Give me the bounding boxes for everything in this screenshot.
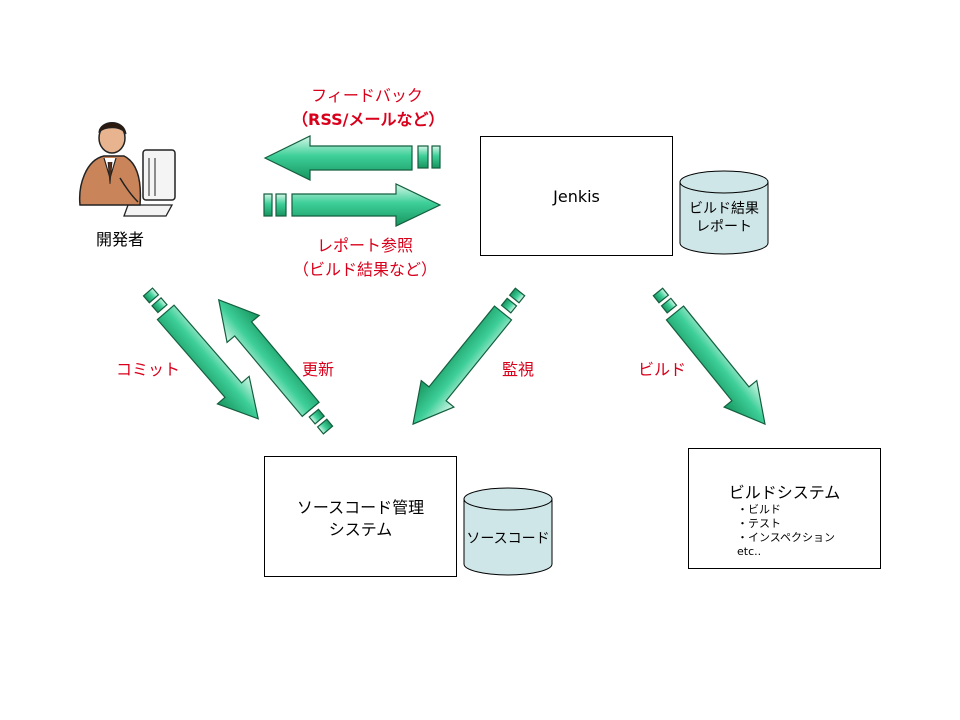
developer-label: 開発者	[96, 230, 145, 249]
scm-title-line2: システム	[328, 520, 393, 539]
scm-title: ソースコード管理 システム	[265, 497, 456, 541]
build-system-item: ・ビルド	[737, 503, 781, 516]
build-system-item: ・インスペクション	[737, 531, 836, 544]
report-arrow	[263, 183, 442, 227]
build-system-box: ビルドシステム ・ビルド ・テスト ・インスペクション etc..	[688, 448, 881, 569]
feedback-arrow	[263, 135, 441, 181]
build-system-title: ビルドシステム	[728, 483, 841, 502]
jenkins-title: Jenkis	[553, 187, 600, 206]
report-label: レポート参照 （ビルド結果など）	[290, 232, 440, 280]
build-label: ビルド	[638, 360, 687, 379]
build-system-item: etc..	[737, 545, 762, 558]
feedback-label-line2: （RSS/メールなど）	[292, 110, 445, 129]
commit-arrow	[142, 287, 260, 420]
scm-title-line1: ソースコード管理	[296, 498, 425, 517]
build-report-line2: レポート	[696, 219, 752, 235]
build-report-database-label: ビルド結果 レポート	[680, 200, 768, 236]
report-label-line1: レポート参照	[316, 236, 413, 255]
build-report-database-icon	[679, 170, 769, 255]
build-report-line1: ビルド結果	[689, 201, 759, 217]
report-label-line2: （ビルド結果など）	[292, 260, 437, 279]
commit-label: コミット	[116, 360, 181, 379]
feedback-label-line1: フィードバック	[311, 86, 423, 105]
build-system-item: ・テスト	[737, 517, 781, 530]
feedback-label: フィードバック （RSS/メールなど）	[292, 82, 445, 130]
developer-at-computer-icon	[78, 122, 176, 217]
monitor-arrow	[412, 287, 526, 426]
update-arrow	[217, 298, 334, 435]
monitor-label: 監視	[502, 360, 535, 379]
update-label: 更新	[302, 360, 335, 379]
source-code-database-icon	[463, 487, 553, 576]
build-arrow	[652, 287, 766, 426]
source-code-database-label: ソースコード	[466, 531, 550, 547]
scm-box: ソースコード管理 システム	[264, 456, 457, 577]
jenkins-box: Jenkis	[480, 136, 673, 256]
build-system-items: ・ビルド ・テスト ・インスペクション etc..	[737, 503, 835, 559]
